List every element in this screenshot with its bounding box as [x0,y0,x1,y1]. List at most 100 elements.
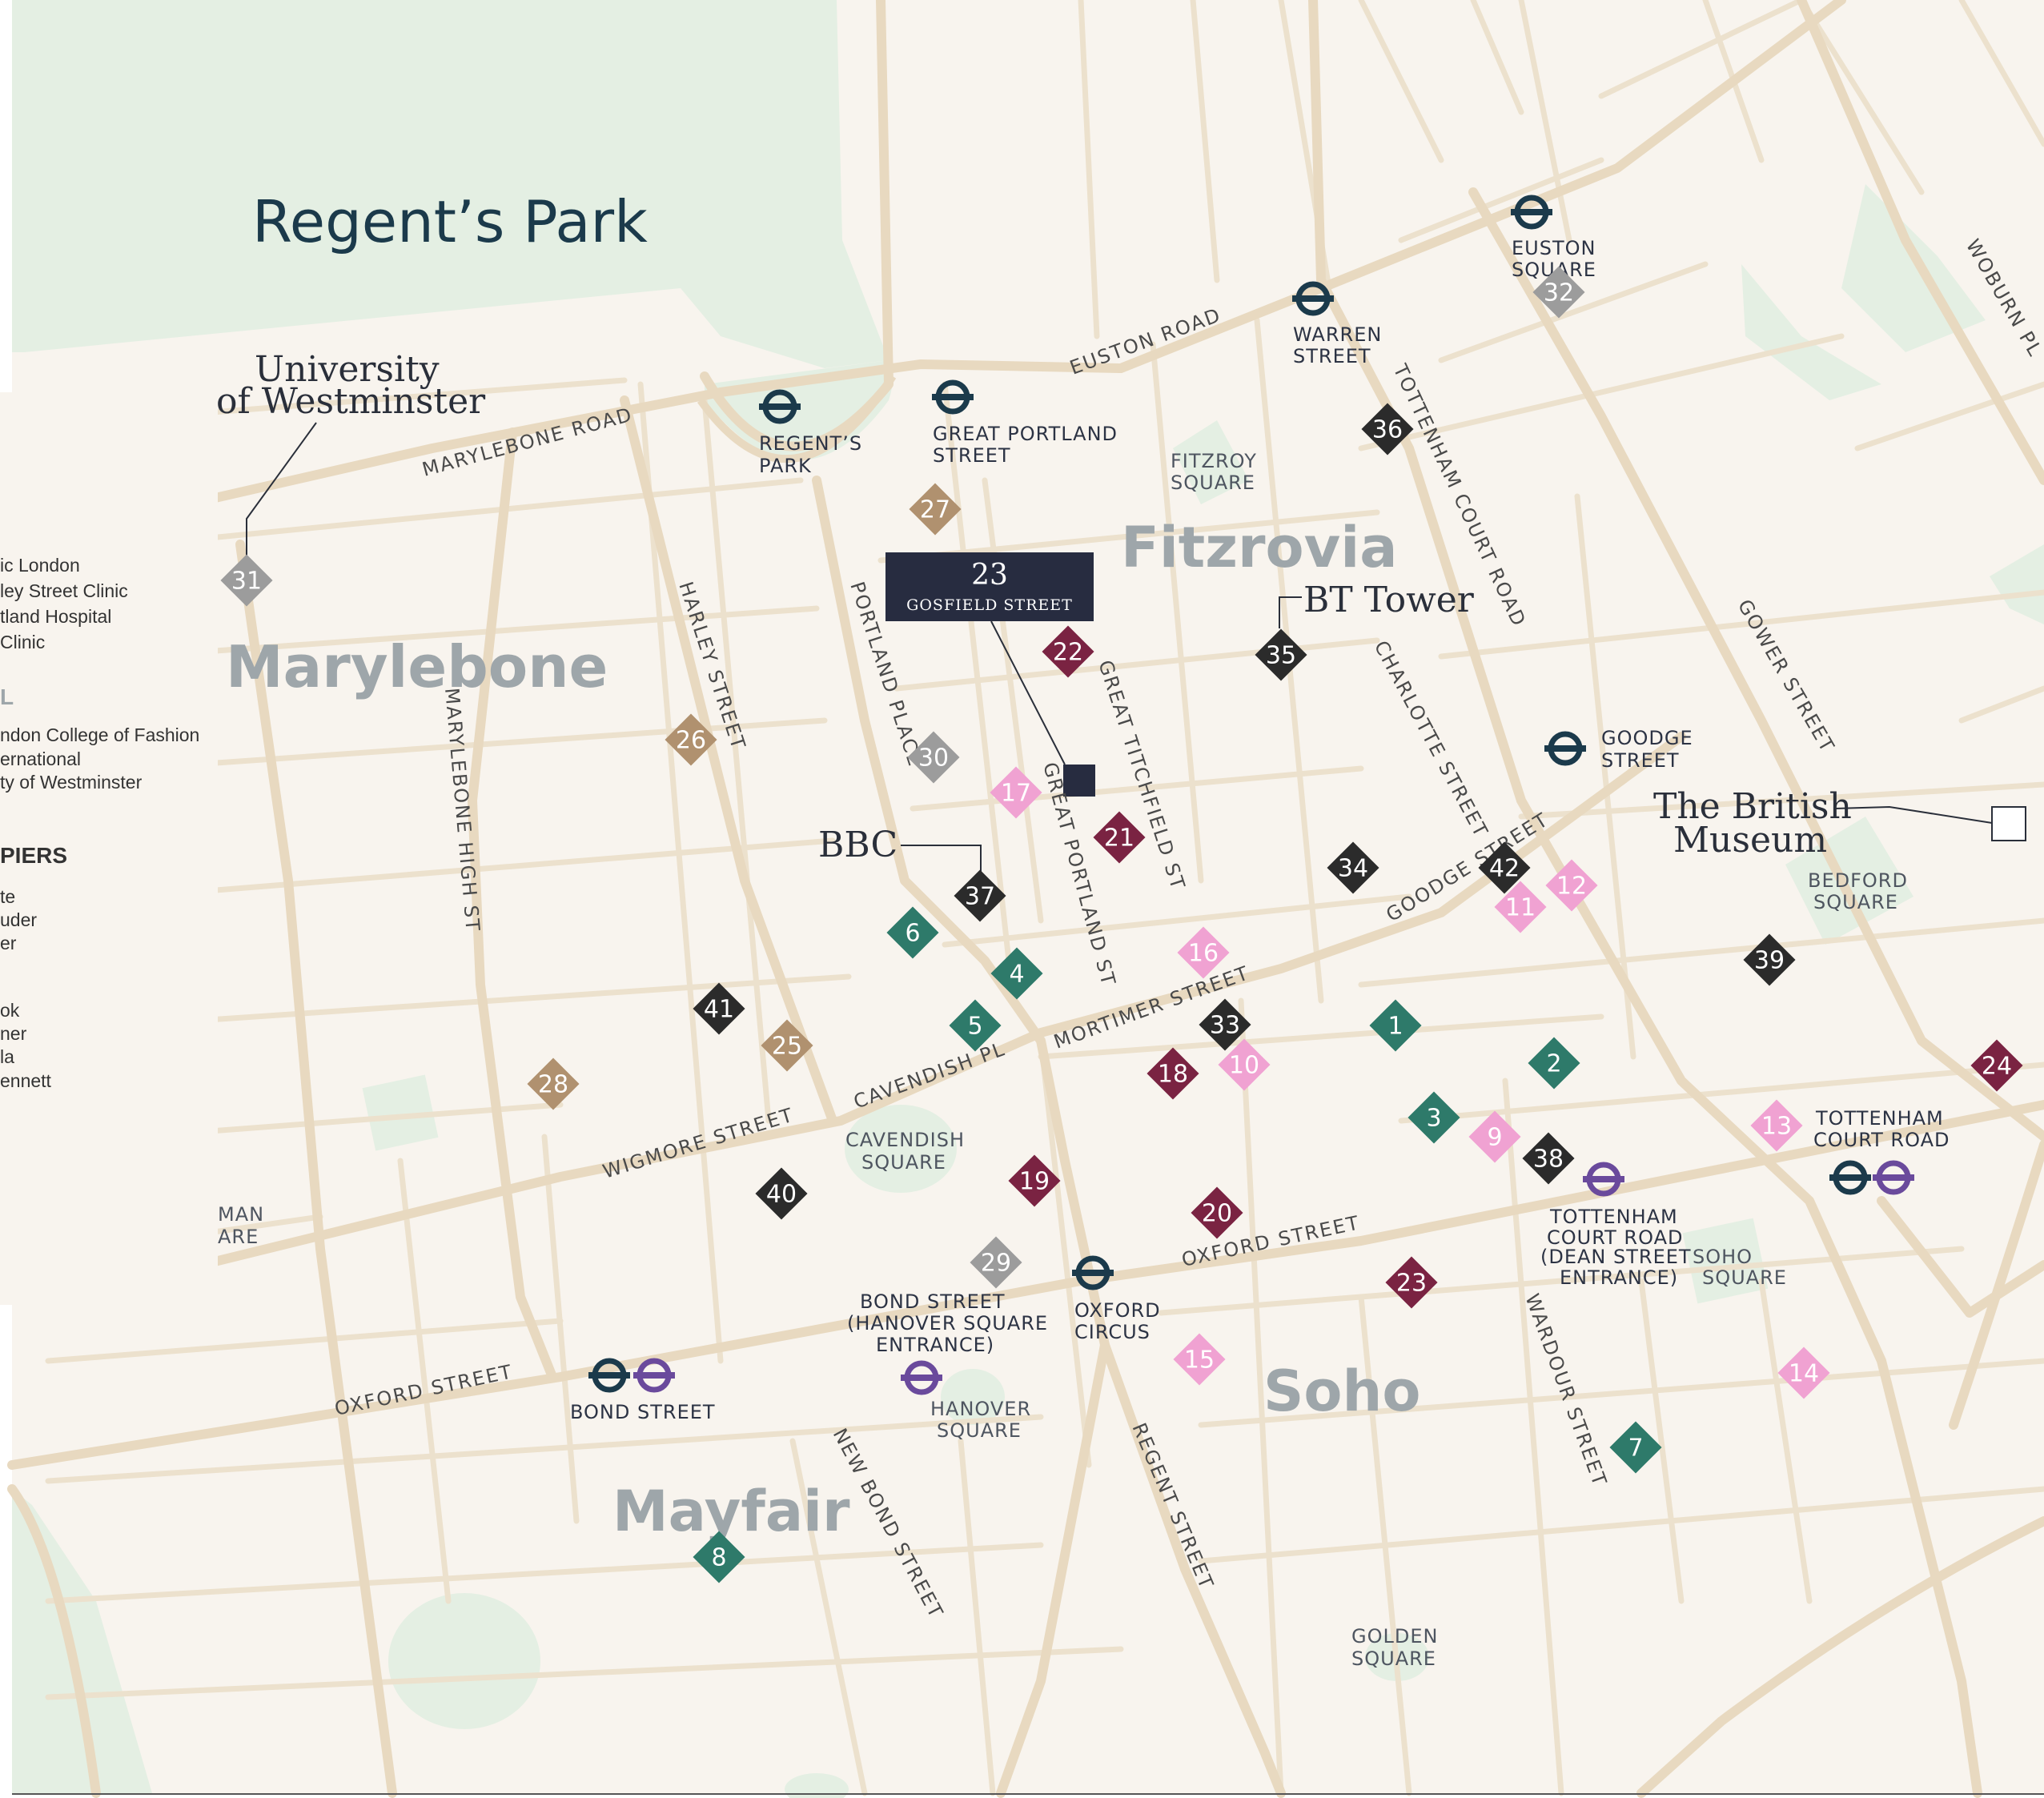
major-roads [7,0,2044,1798]
poi-marker-diamond [1093,811,1146,864]
poi-marker-number: 35 [1266,642,1296,670]
poi-marker-diamond [1146,1047,1199,1100]
baker-street [235,540,397,1798]
oxford-street [7,1100,2044,1470]
poi-marker-food[interactable]: 11 [1494,881,1547,933]
poi-marker-culture[interactable]: 41 [693,982,745,1035]
poi-marker-diamond [1327,841,1379,894]
poi-marker-education[interactable]: 25 [761,1019,813,1072]
poi-marker-retail[interactable]: 19 [1008,1154,1061,1207]
landmark-westminster: University [255,349,440,390]
park-east-edge [1990,544,2044,624]
poi-marker-food[interactable]: 13 [1750,1099,1803,1152]
poi-marker-residential[interactable]: 3 [1408,1091,1460,1144]
station-tcr-dean-street: TOTTENHAM [1549,1206,1678,1228]
poi-marker-education[interactable]: 27 [909,483,962,536]
poi-marker-culture[interactable]: 42 [1478,841,1531,894]
poi-marker-diamond [1478,841,1531,894]
legend-heading: PIERS [0,843,67,868]
poi-marker-food[interactable]: 17 [990,766,1042,819]
poi-marker-number: 37 [965,883,995,911]
poi-marker-residential[interactable]: 4 [990,947,1043,1000]
manchester-square-park [362,1074,439,1151]
poi-marker-number: 17 [1001,780,1031,808]
poi-marker-residential[interactable]: 8 [693,1531,745,1583]
poi-marker-culture[interactable]: 35 [1255,628,1307,681]
station-great-portland-street: GREAT PORTLAND [933,423,1118,445]
square-soho: SOHO [1693,1246,1753,1268]
poi-marker-food[interactable]: 10 [1218,1038,1271,1091]
poi-marker-number: 38 [1533,1146,1564,1174]
elizabeth-line-roundel-icon [901,1360,942,1395]
poi-marker-retail[interactable]: 21 [1093,811,1146,864]
poi-marker-residential[interactable]: 1 [1369,999,1422,1052]
poi-marker-culture[interactable]: 39 [1743,933,1796,986]
station-warren-street: WARREN [1293,323,1382,346]
elizabeth-line-roundel-icon [1873,1160,1914,1195]
legend-line: te [0,886,15,907]
poi-marker-number: 20 [1202,1200,1232,1228]
poi-marker-diamond [761,1019,813,1072]
poi-marker-diamond [1361,403,1414,456]
poi-marker-number: 36 [1372,416,1403,444]
poi-marker-diamond [1609,1421,1662,1474]
bedford-square-park [1785,817,1913,945]
poi-marker-number: 23 [1396,1270,1427,1298]
poi-marker-medical[interactable]: 29 [970,1236,1022,1289]
poi-marker-diamond [1199,998,1251,1051]
bt-tower-leader [1279,596,1302,628]
poi-marker-retail[interactable]: 23 [1385,1256,1438,1309]
square-golden: GOLDEN [1351,1625,1438,1647]
park-south [785,1773,849,1798]
poi-marker-number: 13 [1761,1113,1792,1141]
poi-marker-culture[interactable]: 36 [1361,403,1414,456]
east-curve [1636,1516,2044,1798]
poi-marker-retail[interactable]: 20 [1191,1186,1243,1239]
poi-marker-education[interactable]: 26 [665,713,717,766]
poi-marker-food[interactable]: 15 [1173,1333,1226,1386]
square-bedford: SQUARE [1813,891,1898,913]
charing-cross-road [1877,1196,2044,1318]
poi-marker-diamond [1255,628,1307,681]
legend-heading: L [0,684,14,709]
regent-street-south [996,1340,1110,1798]
poi-marker-food[interactable]: 16 [1177,926,1230,979]
poi-marker-number: 29 [981,1250,1011,1278]
legend-line: Clinic [0,632,45,652]
poi-marker-number: 33 [1210,1012,1240,1040]
station-bond-street-hanover: (HANOVER SQUARE [847,1312,1048,1334]
poi-marker-residential[interactable]: 6 [886,906,939,959]
poi-marker-diamond [907,731,960,784]
poi-marker-culture[interactable]: 38 [1522,1132,1575,1185]
poi-marker-residential[interactable]: 2 [1528,1037,1580,1090]
poi-marker-residential[interactable]: 5 [949,999,1002,1052]
poi-marker-food[interactable]: 14 [1777,1346,1830,1399]
poi-marker-medical[interactable]: 30 [907,731,960,784]
poi-marker-medical[interactable]: 32 [1532,266,1585,319]
poi-marker-retail[interactable]: 18 [1146,1047,1199,1100]
poi-marker-retail[interactable]: 24 [1970,1039,2023,1092]
legend-line: er [0,933,17,953]
poi-marker-diamond [1750,1099,1803,1152]
poi-marker-culture[interactable]: 33 [1199,998,1251,1051]
poi-marker-culture[interactable]: 37 [954,869,1006,922]
poi-marker-retail[interactable]: 22 [1042,625,1094,678]
poi-marker-culture[interactable]: 40 [755,1167,808,1220]
poi-marker-food[interactable]: 12 [1545,859,1598,912]
poi-marker-diamond [1777,1346,1830,1399]
poi-marker-number: 28 [538,1071,568,1099]
poi-marker-culture[interactable]: 34 [1327,841,1379,894]
poi-marker-number: 41 [704,996,734,1024]
site-marker[interactable]: 23 GOSFIELD STREET [885,552,1095,797]
district-soho: Soho [1263,1359,1420,1424]
poi-marker-education[interactable]: 28 [527,1058,580,1110]
poi-marker-residential[interactable]: 7 [1609,1421,1662,1474]
poi-marker-number: 26 [676,727,706,755]
poi-marker-diamond [693,1531,745,1583]
poi-marker-diamond [1369,999,1422,1052]
poi-marker-food[interactable]: 9 [1468,1110,1521,1163]
poi-marker-diamond [220,554,273,607]
poi-marker-diamond [954,869,1006,922]
poi-marker-medical[interactable]: 31 [220,554,273,607]
